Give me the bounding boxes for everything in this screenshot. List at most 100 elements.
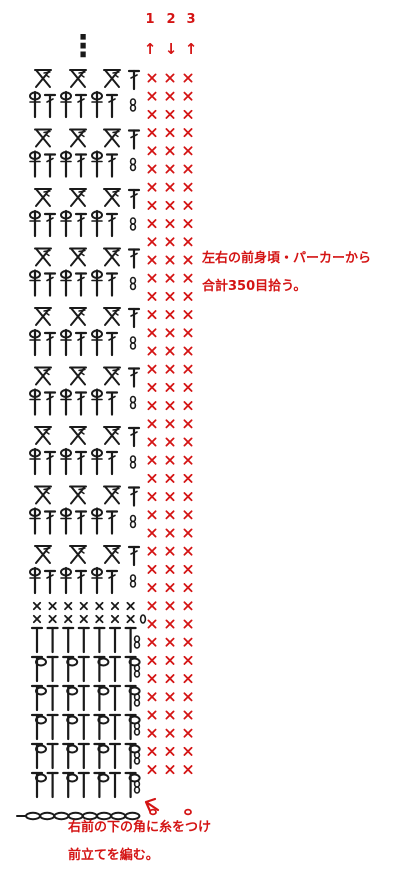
- tall-stitch: [105, 391, 119, 416]
- loop-stitch: [91, 447, 103, 476]
- tall-stitch: [74, 569, 88, 595]
- tall-stitch: [105, 331, 119, 357]
- loop-stitch: [60, 150, 72, 178]
- loop-stitch: [60, 388, 72, 416]
- cross-stitch: [103, 545, 121, 564]
- cross-stitch: [103, 128, 121, 148]
- red-single-crochet-row: [147, 710, 193, 720]
- loop-stitch: [29, 388, 41, 416]
- red-single-crochet-row: [147, 728, 193, 738]
- loop-stitch: [29, 269, 41, 297]
- chain-stitch: [133, 635, 141, 649]
- tall-stitch: [43, 93, 57, 119]
- loop-stitch: [91, 388, 103, 416]
- cross-stitch: [69, 247, 87, 267]
- tall-stitch: [127, 486, 141, 507]
- red-single-crochet-row: [147, 674, 193, 684]
- chain-stitch: [133, 722, 141, 736]
- lower-stitch-row: [30, 742, 141, 770]
- red-single-crochet-row: [147, 528, 193, 538]
- loop-stitch: [60, 328, 72, 357]
- cross-stitch: [34, 366, 52, 386]
- cross-stitch: [69, 69, 87, 88]
- cross-stitch: [69, 485, 87, 505]
- red-single-crochet-row: [147, 619, 193, 629]
- cross-stitch: [69, 188, 87, 207]
- tall-stitch: [105, 272, 119, 297]
- red-single-crochet-row: [147, 91, 193, 101]
- cross-stitch: [34, 188, 52, 207]
- row-direction-3: ↑: [185, 40, 198, 58]
- cross-stitch: [34, 69, 52, 88]
- red-single-crochet-row: [147, 583, 193, 593]
- chain-stitch: [133, 780, 141, 794]
- red-single-crochet-row: [147, 73, 193, 83]
- loop-stitch: [29, 209, 41, 238]
- tall-stitch: [127, 307, 141, 329]
- red-single-crochet-row: [147, 219, 193, 229]
- tall-stitch: [74, 93, 88, 119]
- start-annotation-line1: 右前の下の角に糸をつけ: [68, 820, 212, 835]
- tall-stitch: [127, 188, 141, 210]
- loop-stitch: [60, 566, 72, 595]
- loop-stitch: [60, 269, 72, 297]
- red-single-crochet-row: [147, 200, 193, 210]
- pickup-annotation-line2: 合計350目拾う。: [202, 279, 307, 294]
- tall-stitch: [74, 391, 88, 416]
- cross-stitch: [69, 128, 87, 148]
- cross-stitch: [69, 426, 87, 445]
- cross-stitch: [103, 426, 121, 445]
- lower-stitch-row: [30, 684, 141, 712]
- red-single-crochet-row: [147, 655, 193, 665]
- loop-stitch: [91, 507, 103, 535]
- red-single-crochet-row: [147, 255, 193, 265]
- single-crochet-row: [32, 614, 135, 624]
- chain-stitch: [133, 664, 141, 678]
- red-single-crochet-row: [147, 637, 193, 647]
- tall-stitch: [74, 212, 88, 238]
- chain-stitch: [129, 157, 137, 172]
- tall-stitch: [127, 248, 141, 269]
- cross-stitch: [34, 128, 52, 148]
- chain-stitch: [133, 693, 141, 707]
- tall-stitch: [105, 212, 119, 238]
- tall-stitch: [43, 331, 57, 357]
- tall-stitch: [43, 450, 57, 476]
- start-arrow-icon: [144, 797, 160, 813]
- pickup-annotation: 左右の前身頃・パーカーから 合計350目拾う。: [202, 251, 371, 295]
- red-single-crochet-row: [147, 601, 193, 611]
- red-single-crochet-row: [147, 237, 193, 247]
- cross-stitch: [34, 307, 52, 326]
- tall-stitch: [43, 510, 57, 535]
- loop-stitch: [60, 209, 72, 238]
- loop-stitch: [91, 269, 103, 297]
- red-single-crochet-row: [147, 364, 193, 374]
- red-single-crochet-row: [147, 510, 193, 520]
- cross-stitch: [34, 545, 52, 564]
- red-chain-stitch: [184, 808, 192, 816]
- tall-stitch: [127, 129, 141, 150]
- red-single-crochet-row: [147, 492, 193, 502]
- loop-stitch: [91, 209, 103, 238]
- chain-stitch: [129, 574, 137, 588]
- red-single-crochet-row: [147, 401, 193, 411]
- start-annotation: 右前の下の角に糸をつけ 前立てを編む。: [68, 820, 211, 864]
- tall-stitch: [105, 510, 119, 535]
- cross-stitch: [103, 69, 121, 88]
- red-single-crochet-row: [147, 182, 193, 192]
- loop-stitch: [29, 507, 41, 535]
- tall-stitch: [74, 153, 88, 178]
- red-single-crochet-row: [147, 546, 193, 556]
- chain-stitch: [129, 98, 137, 112]
- tall-stitch: [74, 450, 88, 476]
- tall-stitch: [74, 510, 88, 535]
- cross-stitch: [69, 307, 87, 326]
- red-single-crochet-row: [147, 146, 193, 156]
- loop-stitch: [29, 566, 41, 595]
- chain-stitch: [129, 514, 137, 529]
- foundation-chain: [16, 811, 141, 821]
- loop-stitch: [29, 328, 41, 357]
- cross-stitch: [34, 426, 52, 445]
- loop-stitch: [91, 328, 103, 357]
- chain-stitch: [129, 217, 137, 231]
